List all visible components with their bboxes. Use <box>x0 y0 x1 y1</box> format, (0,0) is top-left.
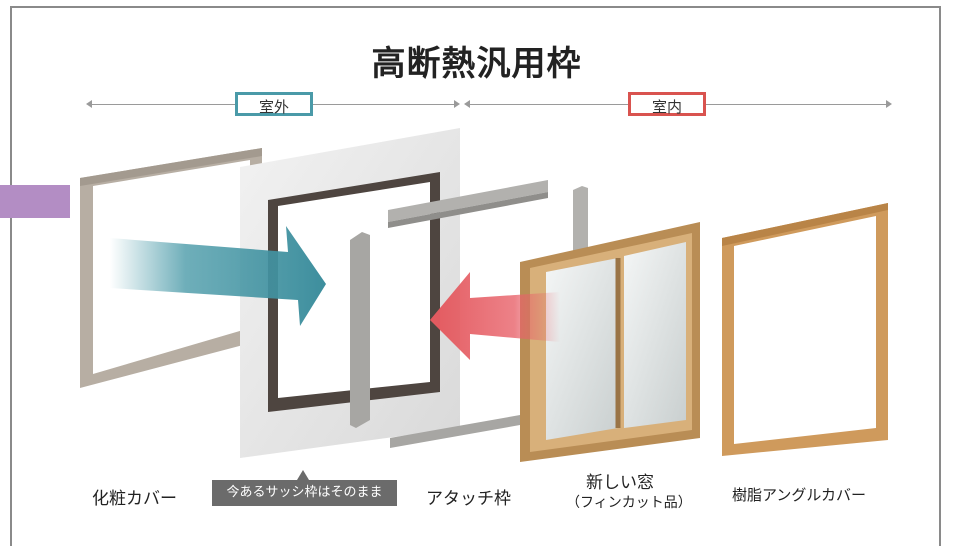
caption-resin-angle-cover: 樹脂アングルカバー <box>732 486 866 504</box>
caption-attach-frame: アタッチ枠 <box>426 489 511 509</box>
indoor-label: 室内 <box>628 92 706 116</box>
indoor-flow-arrow <box>430 272 560 360</box>
note-pointer <box>297 470 309 480</box>
existing-sash-note: 今あるサッシ枠はそのまま <box>212 480 397 506</box>
caption-new-window-sub: （フィンカット品） <box>566 495 692 511</box>
resin-angle-cover-frame <box>722 203 888 456</box>
outdoor-right-arrowhead <box>454 100 460 108</box>
outdoor-left-arrowhead <box>86 100 92 108</box>
outdoor-label: 室外 <box>235 92 313 116</box>
outdoor-flow-arrow <box>110 226 326 326</box>
indoor-left-arrowhead <box>464 100 470 108</box>
new-window-unit <box>520 222 700 462</box>
caption-cosmetic-cover: 化粧カバー <box>92 489 177 509</box>
side-tab-marker <box>0 185 70 218</box>
diagram-title: 高断熱汎用枠 <box>371 44 582 84</box>
caption-new-window: 新しい窓 <box>586 473 654 493</box>
outer-frame-border <box>10 6 941 546</box>
indoor-right-arrowhead <box>886 100 892 108</box>
